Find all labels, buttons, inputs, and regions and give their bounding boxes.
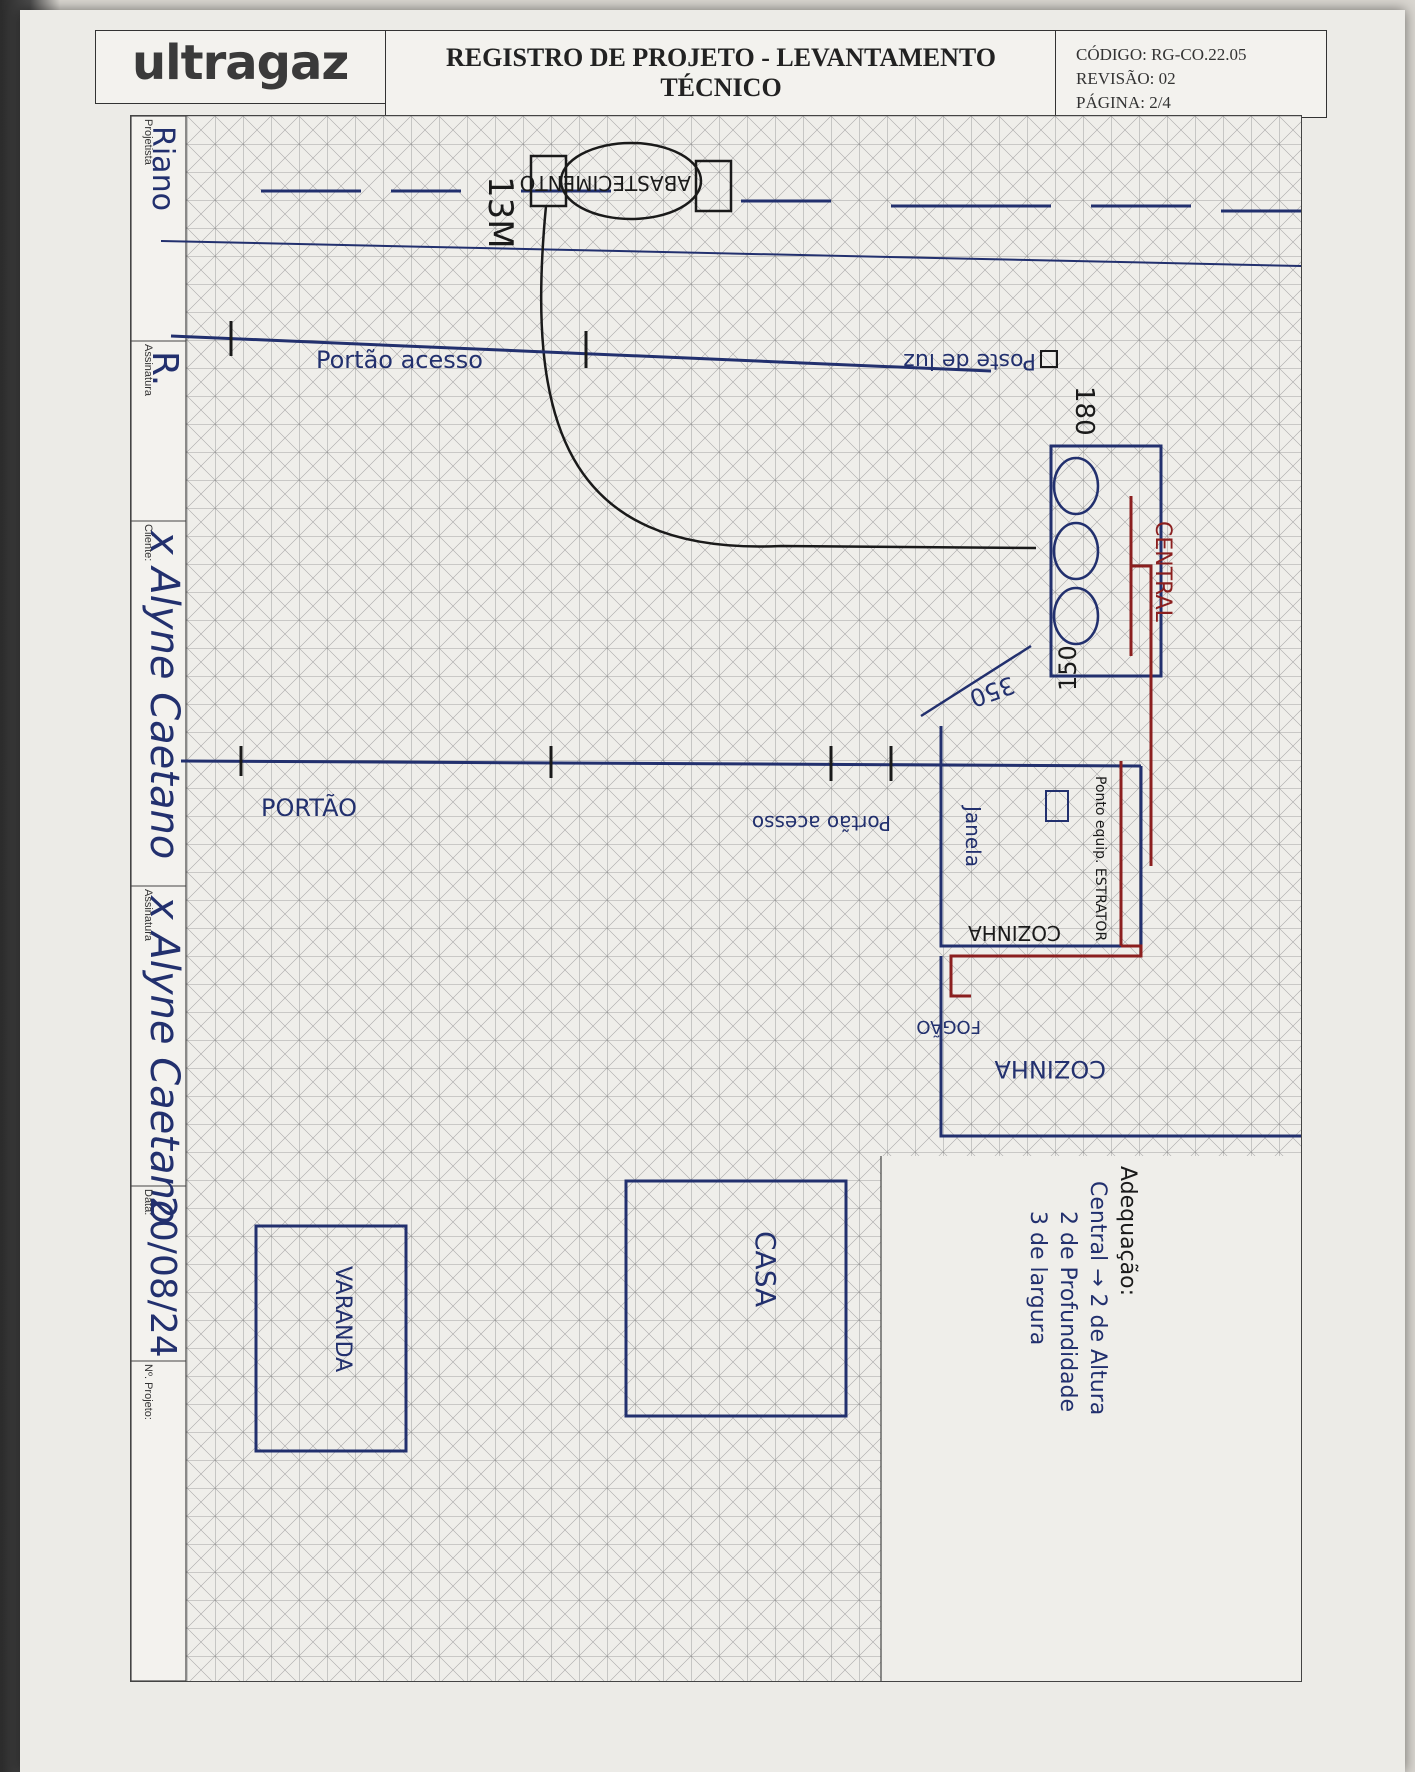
top-fence-line (170, 334, 992, 373)
adequacao-label: Adequação: (1115, 1166, 1140, 1296)
assinatura-2-value: x Alyne Caetano (141, 894, 187, 1224)
central-enclosure (1049, 444, 1163, 678)
gas-pipe-red (1129, 496, 1153, 866)
distance-13m: 13M (480, 176, 520, 249)
gas-cylinder-3 (1052, 586, 1100, 646)
abastecimento-truck: ABASTECIMENTO (520, 141, 733, 221)
data-value: 20/08/24 (142, 1196, 183, 1358)
side-fields-column (131, 116, 187, 1681)
form-title: REGISTRO DE PROJETO - LEVANTAMENTO TÉCNI… (396, 43, 1046, 103)
assinatura-1-value: R. (144, 351, 185, 386)
assinatura-1-label: Assinatura (142, 344, 154, 397)
logo-box: ultragaz (95, 30, 386, 104)
adequacao-line-3: 3 de largura (1025, 1211, 1050, 1345)
casa-box (624, 1179, 848, 1418)
varanda-box (254, 1224, 408, 1453)
gas-cylinder-2 (1052, 521, 1100, 581)
document-code-box: CÓDIGO: RG-CO.22.05 REVISÃO: 02 PÁGINA: … (1055, 30, 1327, 118)
janela-icon (1045, 790, 1069, 822)
portao-acesso-top: Portão acesso (316, 346, 483, 374)
cliente-label: Cliente: (142, 524, 154, 561)
title-line-2: TÉCNICO (660, 73, 782, 102)
varanda-label: VARANDA (330, 1266, 355, 1372)
central-label: CENTRAL (1150, 521, 1175, 623)
adequacao-line-1: Central → 2 de Altura (1085, 1181, 1110, 1415)
ponto-equip-label: Ponto equip. ESTRATOR (1092, 776, 1108, 941)
fogao-label: FOGÃO (916, 1016, 981, 1038)
title-box: REGISTRO DE PROJETO - LEVANTAMENTO TÉCNI… (385, 30, 1057, 118)
cozinha-int-label: COZINHA (994, 1055, 1106, 1083)
nprojeto-label: Nº. Projeto: (142, 1364, 154, 1420)
assinatura-2-label: Assinatura (142, 889, 154, 942)
main-fence-line (180, 759, 1142, 768)
projetista-label: Projetista (142, 119, 154, 166)
supply-hose (539, 205, 1037, 550)
adequacao-panel (881, 1156, 1301, 1681)
house-wall (939, 726, 1143, 948)
document-revision: REVISÃO: 02 (1076, 69, 1176, 88)
company-logo: ultragaz (132, 35, 349, 91)
projetista-value: Riano (145, 126, 180, 211)
sketch-area: Projetista Riano Assinatura R. Cliente: … (130, 115, 1302, 1682)
title-line-1: REGISTRO DE PROJETO - LEVANTAMENTO (446, 43, 996, 72)
janela-label: Janela (961, 804, 985, 867)
poste-luz-label: Poste de luz (903, 348, 1036, 373)
data-label: Data: (142, 1189, 154, 1215)
adequacao-line-2: 2 de Profundidade (1055, 1211, 1080, 1412)
dim-150: 150 (1054, 645, 1082, 691)
cliente-value: x Alyne Caetano (141, 529, 187, 859)
portao-acesso-label: Portão acesso (752, 811, 891, 835)
sketch-canvas: Projetista Riano Assinatura R. Cliente: … (131, 116, 1301, 1681)
kitchen-wall (939, 956, 1301, 1138)
poste-luz-icon (1040, 350, 1058, 368)
street-line (160, 240, 1301, 267)
gas-cylinder-1 (1052, 456, 1100, 516)
abastecimento-label: ABASTECIMENTO (520, 171, 691, 195)
casa-label: CASA (749, 1231, 782, 1307)
dim-180: 180 (1069, 386, 1099, 436)
document-page: PÁGINA: 2/4 (1076, 93, 1171, 112)
portao-label: PORTÃO (261, 792, 357, 822)
inner-pipe-red (949, 761, 1143, 998)
cozinha-ext-label: COZINHA (968, 921, 1061, 945)
document-code: CÓDIGO: RG-CO.22.05 (1076, 45, 1247, 64)
